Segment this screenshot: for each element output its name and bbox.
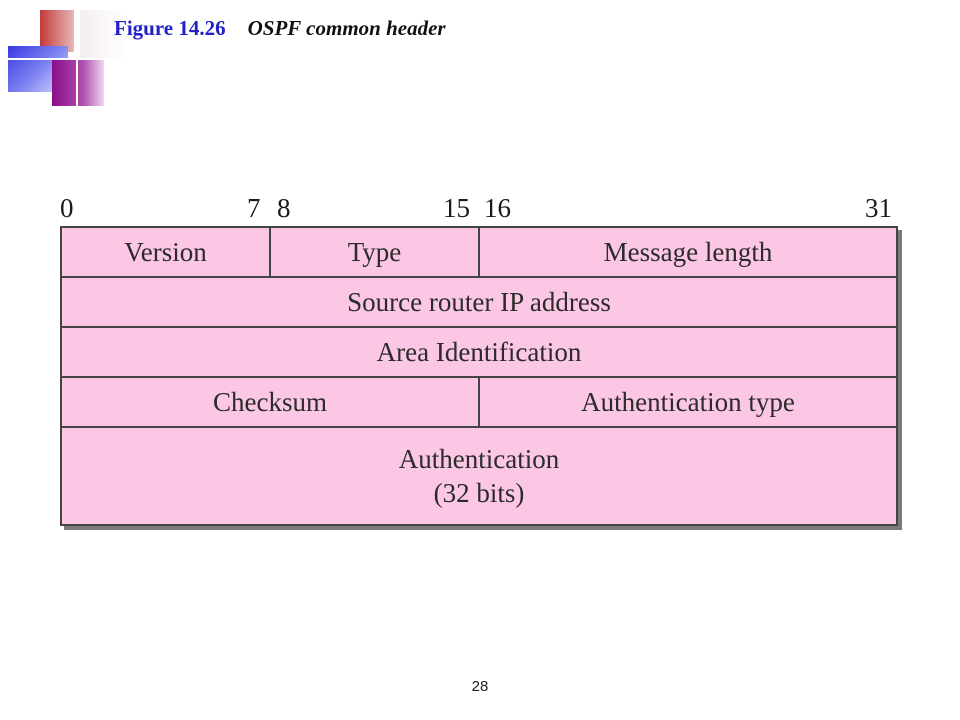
ospf-header-diagram: Version Type Message length Source route… bbox=[60, 226, 898, 526]
logo-line-vertical bbox=[76, 0, 78, 108]
field-version-label: Version bbox=[124, 237, 207, 267]
field-checksum: Checksum bbox=[62, 378, 480, 426]
bit-label-0: 0 bbox=[60, 193, 74, 223]
page-number: 28 bbox=[471, 678, 489, 695]
field-authentication: Authentication (32 bits) bbox=[62, 428, 896, 524]
logo-square-red bbox=[40, 10, 74, 52]
field-authentication-label: Authentication bbox=[398, 444, 560, 474]
field-version: Version bbox=[62, 228, 271, 276]
field-type: Type bbox=[271, 228, 480, 276]
header-row-1: Version Type Message length bbox=[62, 228, 896, 278]
figure-number: Figure 14.26 bbox=[114, 16, 226, 40]
field-message-length-label: Message length bbox=[603, 237, 773, 267]
field-authentication-type: Authentication type bbox=[480, 378, 896, 426]
header-row-5: Authentication (32 bits) bbox=[62, 428, 896, 524]
bit-label-15: 15 bbox=[443, 193, 470, 223]
field-message-length: Message length bbox=[480, 228, 896, 276]
figure-title: Figure 14.26 OSPF common header bbox=[114, 16, 446, 41]
header-row-4: Checksum Authentication type bbox=[62, 378, 896, 428]
header-row-2: Source router IP address bbox=[62, 278, 896, 328]
header-row-3: Area Identification bbox=[62, 328, 896, 378]
field-source-router-ip-label: Source router IP address bbox=[347, 287, 611, 317]
logo-square-purple bbox=[52, 60, 104, 106]
figure-name: OSPF common header bbox=[247, 16, 446, 40]
field-area-identification: Area Identification bbox=[62, 328, 896, 376]
field-authentication-sublabel: (32 bits) bbox=[433, 478, 525, 508]
corner-logo bbox=[0, 0, 130, 108]
field-source-router-ip: Source router IP address bbox=[62, 278, 896, 326]
bit-label-31: 31 bbox=[865, 193, 892, 223]
bit-label-8: 8 bbox=[277, 193, 291, 223]
logo-square-fade bbox=[80, 10, 128, 60]
header-table: Version Type Message length Source route… bbox=[60, 226, 898, 526]
bit-label-7: 7 bbox=[247, 193, 261, 223]
field-area-identification-label: Area Identification bbox=[376, 337, 582, 367]
field-checksum-label: Checksum bbox=[213, 387, 327, 417]
logo-line-horizontal bbox=[0, 58, 130, 60]
bit-label-16: 16 bbox=[484, 193, 511, 223]
field-type-label: Type bbox=[347, 237, 402, 267]
field-authentication-type-label: Authentication type bbox=[581, 387, 795, 417]
